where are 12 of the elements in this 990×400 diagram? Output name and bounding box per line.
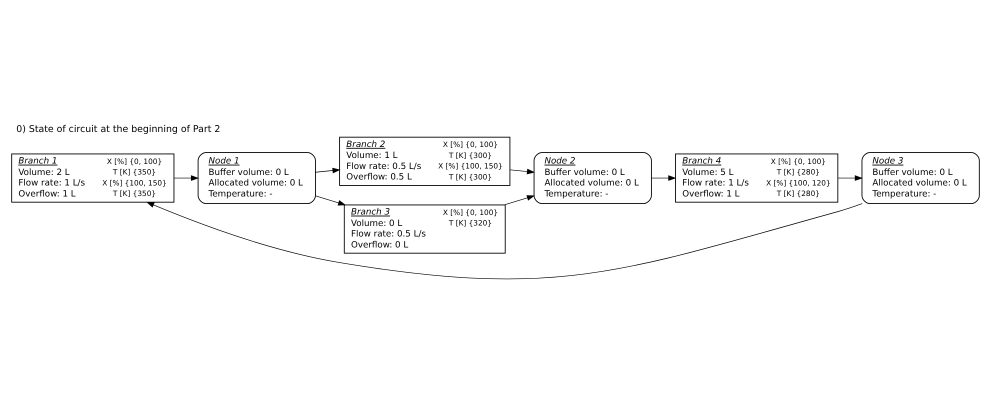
arrow (173, 174, 198, 180)
arrow (509, 168, 535, 174)
node-box: Node 2 Buffer volume: 0 L Allocated volume: 0 L Temperature: - (533, 152, 652, 204)
node-box: Node 1 Buffer volume: 0 L Allocated volume: 0 L Temperature: - (197, 152, 316, 204)
arrow (146, 201, 862, 279)
arrow (650, 174, 676, 180)
arrow (314, 167, 340, 173)
arrow (314, 195, 346, 206)
arrow (837, 174, 862, 180)
diagram-title: 0) State of circuit at the beginning of Part 2 (16, 123, 220, 134)
arrow (504, 194, 534, 205)
node-box: Node 3 Buffer volume: 0 L Allocated volume: 0 L Temperature: - (861, 152, 980, 204)
